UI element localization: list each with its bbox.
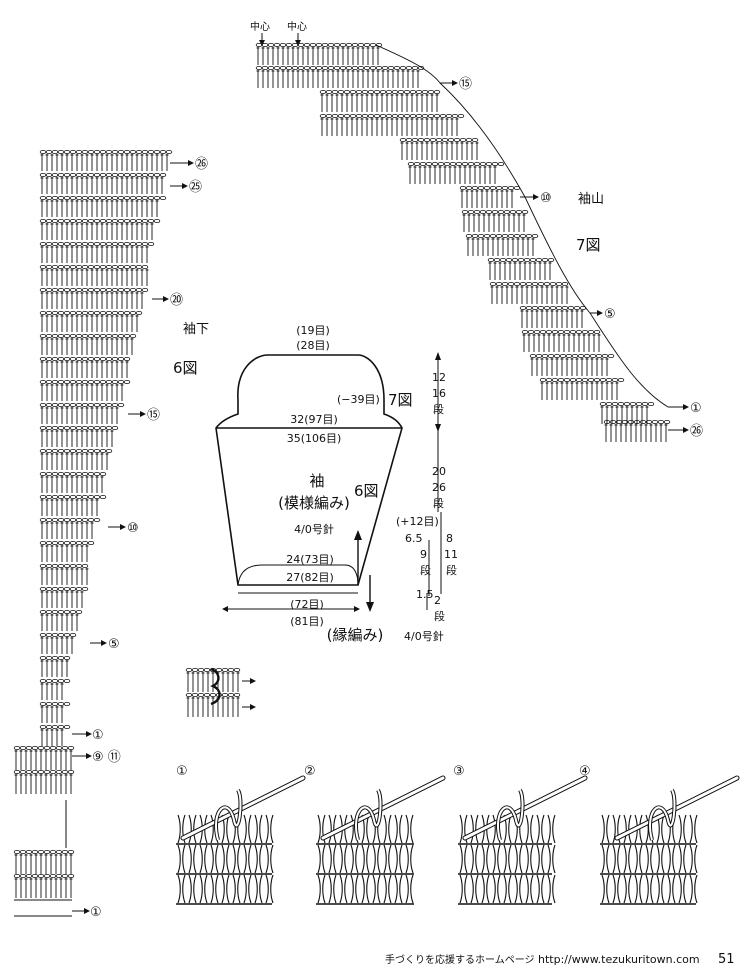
svg-text:⑳: ⑳ — [170, 293, 183, 308]
cap-marker-10: ⑩ — [520, 191, 552, 206]
edge-height-cm: 1.5 — [416, 588, 434, 601]
under-marker-26: ㉖ — [170, 157, 208, 172]
sleeve-cap-stitch-rows — [255, 43, 671, 442]
top-stitches-b: (28目) — [296, 339, 330, 352]
cap-marker-26: ㉖ — [668, 424, 703, 439]
step-4-label: ④ — [579, 764, 591, 779]
width-b: 35(106目) — [287, 432, 342, 445]
under-marker-1-bottom: ① — [72, 905, 102, 920]
underarm-figure: 6図 — [173, 359, 198, 377]
edge-height-rows: 2 — [434, 594, 441, 607]
inc-a-unit: 段 — [420, 563, 431, 577]
step-illustrations: ① ② ③ ④ — [176, 764, 740, 905]
page-number: 51 — [718, 952, 735, 967]
svg-text:㉖: ㉖ — [690, 424, 703, 439]
sleeve-outline — [215, 354, 403, 586]
svg-text:⑤: ⑤ — [604, 307, 616, 322]
step-3-label: ③ — [453, 764, 465, 779]
cap-marker-1: ① — [668, 401, 702, 416]
sleeve-cap-chart: 中心 中心 ⑮ ⑩ ⑤ ① ㉖ 袖山 7図 — [250, 20, 703, 442]
cuff-width-a: 24(73目) — [286, 553, 334, 566]
underarm-title: 袖下 — [183, 322, 209, 337]
center-label-1: 中心 — [250, 20, 270, 33]
inc-b-rows: 11 — [444, 548, 458, 561]
inc-a-rows: 9 — [420, 548, 427, 561]
svg-text:㉖: ㉖ — [195, 157, 208, 172]
sleeve-name: 袖 — [309, 472, 324, 490]
under-marker-5: ⑤ — [90, 637, 120, 652]
top-stitches-a: (19目) — [296, 324, 330, 337]
svg-text:⑤: ⑤ — [108, 637, 120, 652]
cap-marker-15: ⑮ — [440, 77, 472, 92]
edge-pattern: (縁編み) — [327, 626, 384, 644]
under-marker-20: ⑳ — [152, 293, 183, 308]
site-url[interactable]: http://www.tezukuritown.com — [538, 953, 700, 966]
sleeve-underarm-chart: ㉖ ㉕ ⑳ ⑮ ⑩ ⑤ ① ⑨ ⑪ — [13, 149, 209, 920]
sleeve-cap-title: 袖山 — [578, 192, 604, 207]
edge-height-unit: 段 — [434, 609, 445, 623]
svg-text:⑩: ⑩ — [127, 521, 139, 536]
cap-decrease: (−39目) — [337, 393, 380, 406]
increase-stitches: (+12目) — [396, 515, 439, 528]
step-1-label: ① — [176, 764, 188, 779]
under-marker-1: ① — [72, 728, 104, 743]
edge-needle: 4/0号針 — [404, 629, 444, 643]
cap-height-rows: 16 — [432, 387, 446, 400]
under-marker-15: ⑮ — [128, 408, 160, 423]
inc-b-cm: 8 — [446, 532, 453, 545]
inc-a-cm: 6.5 — [405, 532, 423, 545]
under-marker-25: ㉕ — [170, 180, 202, 195]
inc-b-unit: 段 — [446, 563, 457, 577]
center-label-2: 中心 — [287, 20, 307, 33]
edge-stitches-b: (81目) — [290, 615, 324, 628]
cap-marker-5: ⑤ — [590, 307, 616, 322]
svg-text:⑮: ⑮ — [147, 408, 160, 423]
stitch-symbol-legend — [185, 667, 256, 717]
sleeve-pattern: (模様編み) — [278, 494, 350, 512]
cap-figure: 7図 — [388, 391, 413, 409]
page-footer: 手づくりを応援するホームページ http://www.tezukuritown.… — [385, 952, 735, 967]
svg-text:①: ① — [690, 401, 702, 416]
sleeve-cap-figure: 7図 — [576, 236, 601, 254]
cuff-width-b: 27(82目) — [286, 571, 334, 584]
svg-text:㉕: ㉕ — [189, 180, 202, 195]
step-2-label: ② — [304, 764, 316, 779]
body-height-unit: 段 — [433, 496, 444, 510]
svg-text:⑩: ⑩ — [540, 191, 552, 206]
svg-text:⑨ ⑪: ⑨ ⑪ — [92, 750, 121, 765]
under-marker-9-11: ⑨ ⑪ — [72, 750, 121, 765]
under-marker-10: ⑩ — [108, 521, 139, 536]
body-height-rows: 26 — [432, 481, 446, 494]
underarm-stitch-rows — [13, 149, 173, 794]
body-height-cm: 20 — [432, 465, 446, 478]
svg-text:⑮: ⑮ — [459, 77, 472, 92]
edge-stitches-a: (72目) — [290, 598, 324, 611]
sleeve-needle: 4/0号針 — [294, 522, 334, 536]
sleeve-schematic: (19目) (28目) (−39目) 7図 32(97目) 35(106目) 袖… — [215, 324, 458, 644]
cap-height-cm: 12 — [432, 371, 446, 384]
cap-height-unit: 段 — [433, 402, 444, 416]
underarm-bottom-rows — [13, 850, 75, 917]
svg-text:①: ① — [92, 728, 104, 743]
svg-text:①: ① — [90, 905, 102, 920]
site-note: 手づくりを応援するホームページ — [385, 953, 535, 966]
sleeve-body-figure: 6図 — [354, 482, 379, 500]
width-a: 32(97目) — [290, 413, 338, 426]
